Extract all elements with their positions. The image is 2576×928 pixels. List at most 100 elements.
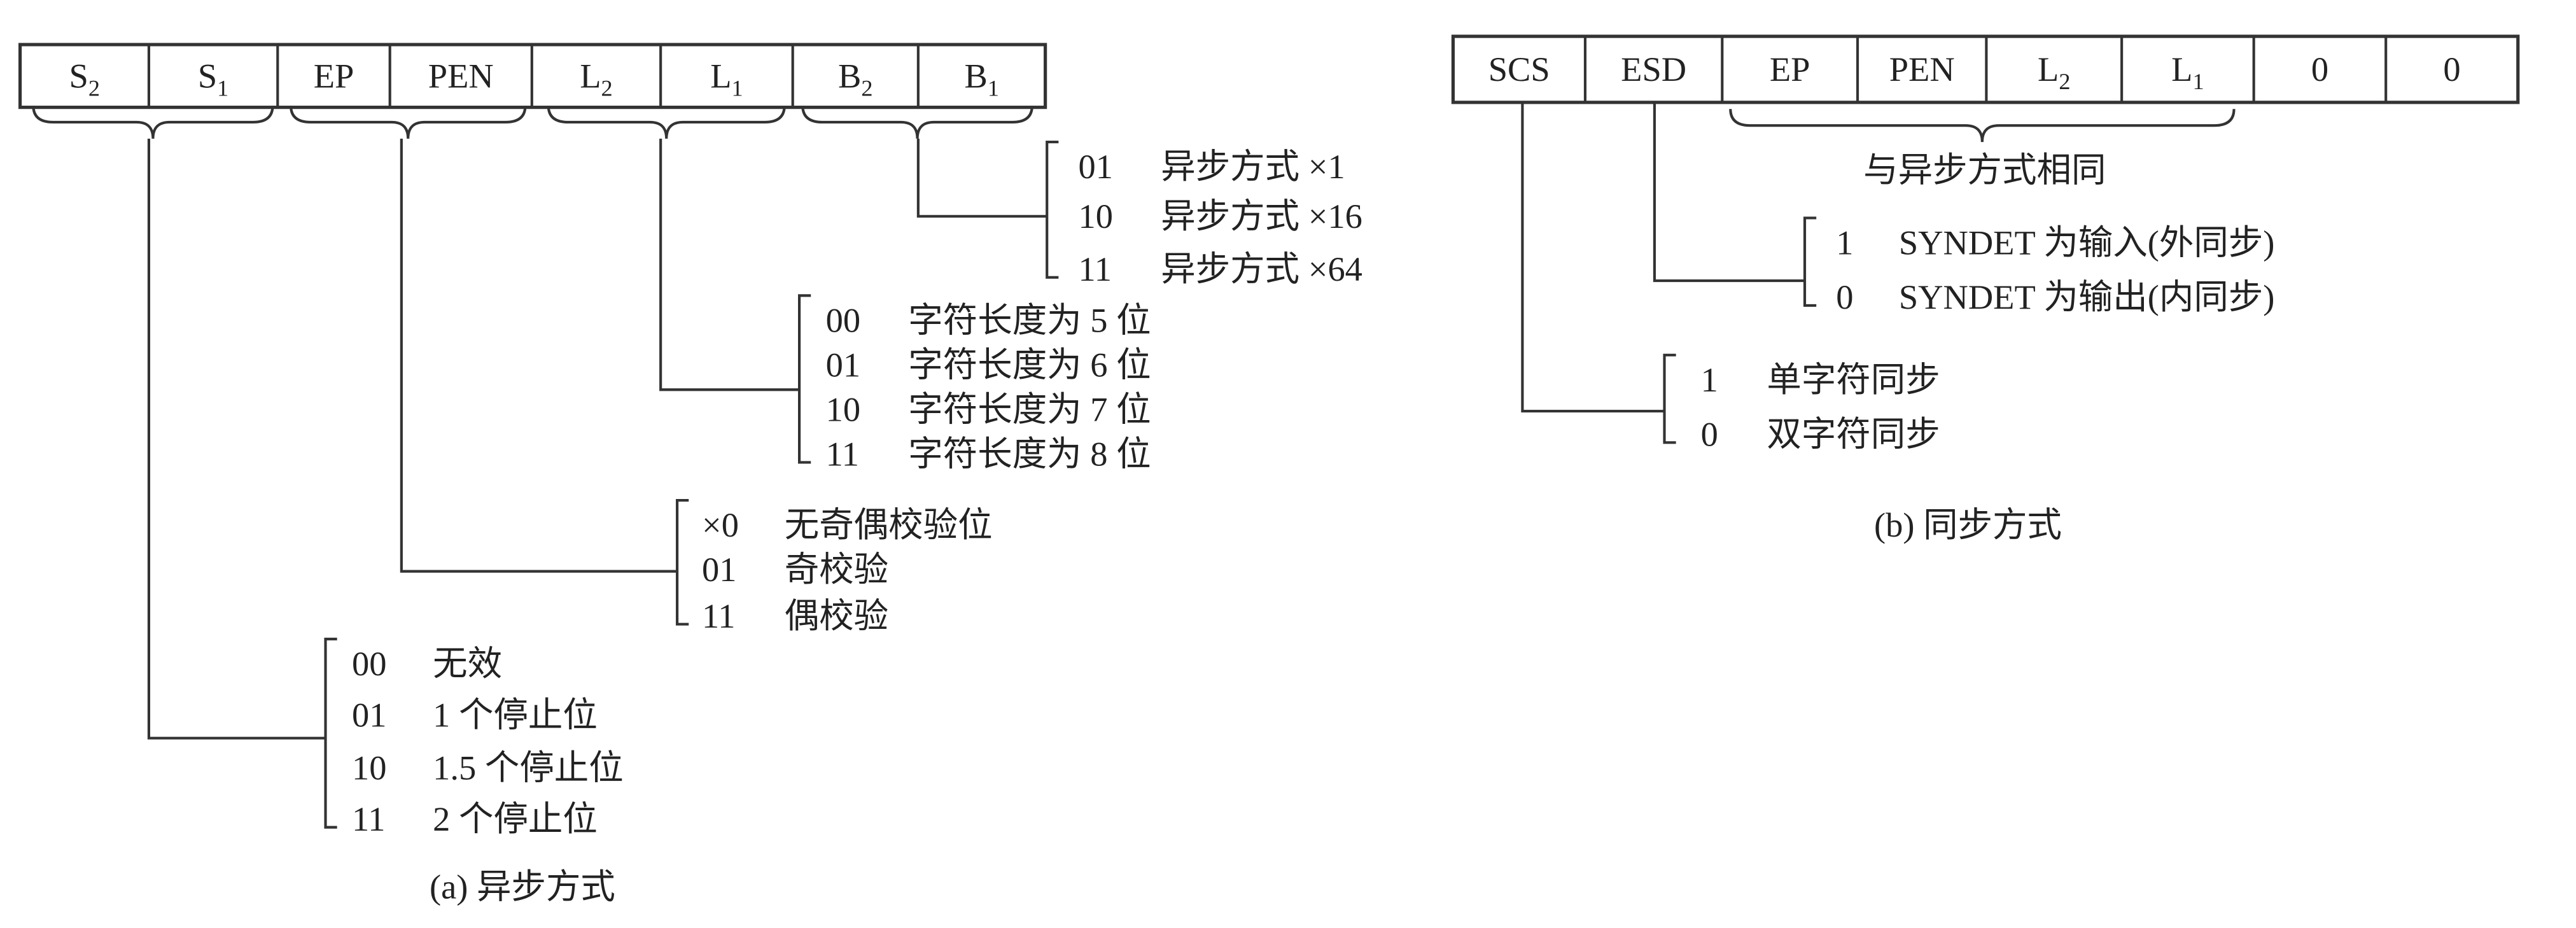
length-option-desc: 字符长度为 6 位 <box>908 346 1151 384</box>
register-bit-l2: L2 <box>2038 50 2070 94</box>
baud-brace <box>801 105 1033 139</box>
stop-connector <box>147 138 326 740</box>
bit-label: S2 <box>69 56 100 101</box>
scs-option-desc: 双字符同步 <box>1767 414 1940 453</box>
scs-option-bracket <box>1663 353 1676 444</box>
bit-label: EP <box>314 56 354 95</box>
parity-option-desc: 无奇偶校验位 <box>785 505 993 544</box>
bit-subscript: 1 <box>731 75 743 101</box>
register-bit-0: 0 <box>2443 50 2460 88</box>
bit-subscript: 2 <box>2059 69 2070 94</box>
esd-option-code: 1 <box>1836 223 1853 262</box>
bit-subscript: 1 <box>217 75 228 101</box>
bit-name: B <box>838 56 861 95</box>
stop-option-code: 10 <box>352 749 386 787</box>
esd-option-desc: SYNDET 为输出(内同步) <box>1899 278 2275 316</box>
esd-connector <box>1653 102 1805 283</box>
register-bit-pen: PEN <box>1889 50 1955 88</box>
register-bit-0: 0 <box>2311 50 2328 88</box>
register-bit-l2: L2 <box>580 56 612 101</box>
register-bit-s1: S1 <box>198 56 228 101</box>
baud-option-desc: 异步方式 ×1 <box>1161 147 1345 186</box>
bit-name: SCS <box>1488 50 1550 88</box>
sync-caption: (b) 同步方式 <box>1874 505 2062 544</box>
register-bit-scs: SCS <box>1488 50 1550 88</box>
register-bit-l1: L1 <box>2171 50 2204 94</box>
bit-name: EP <box>314 56 354 95</box>
bit-name: PEN <box>428 56 494 95</box>
parity-option-desc: 偶校验 <box>785 596 888 635</box>
stop-option-desc: 2 个停止位 <box>433 799 598 838</box>
scs-option-code: 1 <box>1701 360 1718 399</box>
stop-option-bracket <box>324 637 337 829</box>
register-bit-esd: ESD <box>1621 50 1686 88</box>
bit-subscript: 2 <box>88 75 100 101</box>
stop-option-code: 11 <box>352 799 385 838</box>
length-connector <box>659 138 800 391</box>
bit-name: S <box>198 56 217 95</box>
register-bit-s2: S2 <box>69 56 100 101</box>
stop-bits-brace <box>32 105 274 139</box>
bit-label: L1 <box>710 56 743 101</box>
bit-name: EP <box>1770 50 1810 88</box>
baud-connector <box>916 138 1047 218</box>
length-option-code: 01 <box>826 346 860 384</box>
baud-option-desc: 异步方式 ×16 <box>1161 197 1362 236</box>
length-option-bracket <box>798 294 811 464</box>
length-option-code: 11 <box>826 435 859 474</box>
bit-name: S <box>69 56 88 95</box>
register-bit-ep: EP <box>314 56 354 95</box>
stop-option-code: 00 <box>352 644 386 683</box>
scs-option-code: 0 <box>1701 414 1718 453</box>
bit-name: L <box>2171 50 2192 88</box>
baud-option-desc: 异步方式 ×64 <box>1161 250 1362 288</box>
bit-label: L2 <box>580 56 612 101</box>
register-bit-l1: L1 <box>710 56 743 101</box>
bit-label: SCS <box>1488 50 1550 88</box>
same-as-async-label: 与异步方式相同 <box>1863 150 2106 189</box>
bit-name: B <box>965 56 988 95</box>
stop-option-desc: 1 个停止位 <box>433 695 598 734</box>
scs-option-desc: 单字符同步 <box>1767 360 1940 399</box>
same-as-async-brace <box>1729 109 2236 143</box>
baud-option-code: 10 <box>1079 197 1113 236</box>
baud-option-code: 11 <box>1079 250 1112 288</box>
bit-label: S1 <box>198 56 228 101</box>
parity-option-desc: 奇校验 <box>785 550 888 589</box>
bit-label: EP <box>1770 50 1810 88</box>
parity-option-code: ×0 <box>702 505 739 544</box>
parity-brace <box>289 105 527 139</box>
parity-option-code: 01 <box>702 550 736 589</box>
stop-option-desc: 1.5 个停止位 <box>433 749 624 787</box>
bit-label: ESD <box>1621 50 1686 88</box>
esd-option-desc: SYNDET 为输入(外同步) <box>1899 223 2275 262</box>
length-option-desc: 字符长度为 5 位 <box>908 300 1151 339</box>
bit-subscript: 1 <box>988 75 999 101</box>
bit-name: L <box>580 56 601 95</box>
length-brace <box>547 105 786 139</box>
register-bit-ep: EP <box>1770 50 1810 88</box>
bit-name: PEN <box>1889 50 1955 88</box>
bit-name: ESD <box>1621 50 1686 88</box>
register-bit-b1: B1 <box>965 56 1000 101</box>
bit-name: 0 <box>2443 50 2460 88</box>
async-caption: (a) 异步方式 <box>430 867 615 906</box>
bit-label: L1 <box>2171 50 2204 94</box>
parity-connector <box>400 138 678 573</box>
bit-label: PEN <box>428 56 494 95</box>
length-option-desc: 字符长度为 8 位 <box>908 435 1151 474</box>
bit-name: L <box>2038 50 2059 88</box>
length-option-code: 00 <box>826 300 860 339</box>
register-bit-pen: PEN <box>428 56 494 95</box>
bit-label: 0 <box>2443 50 2460 88</box>
bit-label: PEN <box>1889 50 1955 88</box>
parity-option-code: 11 <box>702 596 735 635</box>
bit-subscript: 2 <box>861 75 872 101</box>
bit-label: 0 <box>2311 50 2328 88</box>
bit-subscript: 2 <box>601 75 613 101</box>
baud-option-code: 01 <box>1079 147 1113 186</box>
bit-label: B2 <box>838 56 873 101</box>
bit-subscript: 1 <box>2192 69 2204 94</box>
length-option-desc: 字符长度为 7 位 <box>908 390 1151 429</box>
